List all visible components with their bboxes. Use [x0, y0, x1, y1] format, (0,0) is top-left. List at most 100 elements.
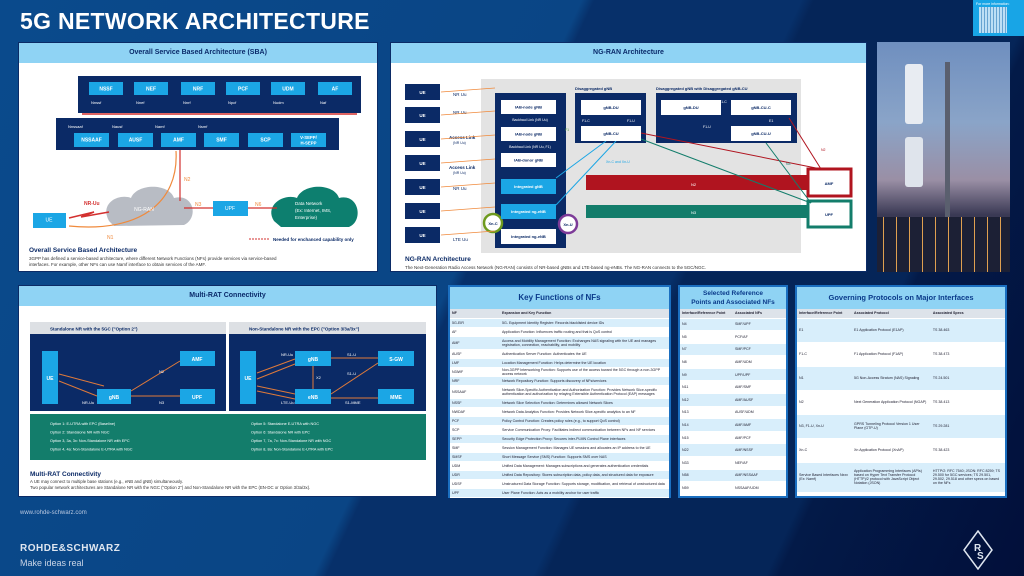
rs-logo-s: S: [977, 551, 984, 562]
ue-box[interactable]: [405, 155, 440, 171]
ue-box[interactable]: [405, 227, 440, 243]
mr-right-title: Non-Standalone NR with the EPC ("Option …: [249, 327, 360, 332]
nf-box[interactable]: [118, 133, 153, 147]
table-cell: Service Communication Proxy: Facilitates…: [500, 425, 669, 435]
sba-dn-1: Data Network: [295, 201, 323, 206]
ran-node-box[interactable]: [501, 100, 556, 114]
ran-node-box[interactable]: [501, 127, 556, 141]
ran-node-label: Integrated ng-eNB: [511, 209, 546, 214]
mr-amf: AMF: [192, 357, 203, 363]
table-cell: User Plane Function: Acts as a mobility …: [500, 488, 669, 498]
nf-box[interactable]: [291, 133, 326, 147]
table-cell: N15: [680, 431, 733, 445]
sba-dn-2: (Ex: Internet, IMS,: [295, 208, 331, 213]
ran-node-box[interactable]: [501, 153, 556, 167]
nf-box[interactable]: [248, 133, 283, 147]
table-cell: N4: [680, 318, 733, 332]
sba-caption-2: interfaces. For example, other NFs can u…: [29, 262, 206, 267]
protocols-table: Governing Protocols on Major Interfaces …: [795, 285, 1007, 498]
ue-box[interactable]: [405, 179, 440, 195]
qr-label: For more information:: [976, 2, 1010, 6]
column-header: Expansion and Key Function: [500, 309, 669, 319]
ue-box[interactable]: [405, 131, 440, 147]
table-cell: N9: [680, 368, 733, 382]
sba-n1: N1: [107, 235, 114, 241]
nf-box-pcf[interactable]: [226, 82, 260, 95]
table-cell: AMF/NSSF: [733, 443, 786, 458]
ng-f1c: F1-C: [582, 119, 590, 123]
ue-box[interactable]: [405, 203, 440, 219]
ue-box[interactable]: [405, 107, 440, 123]
table-cell: Network Data Analytics Function: Provide…: [500, 407, 669, 417]
table-cell: SMF/PCF: [733, 343, 786, 357]
ran-node-label: gNB-DU: [683, 105, 698, 110]
ng-link-4b: (NR Uu): [453, 171, 466, 175]
nf-box[interactable]: [161, 133, 196, 147]
ng-upf: UPF: [825, 212, 834, 217]
nf-label: PCF: [238, 87, 248, 93]
nf-box-nef[interactable]: [134, 82, 168, 95]
table-cell: E1 Application Protocol (E1AP): [852, 318, 931, 343]
nf-box-af[interactable]: [318, 82, 352, 95]
sba-n2: N2: [184, 177, 191, 183]
nf-box-nrf[interactable]: [181, 82, 215, 95]
ng-amf: AMF: [825, 181, 834, 186]
ng-n3-bar: N3: [691, 210, 697, 215]
ran-node-box[interactable]: [501, 229, 556, 244]
nf-box-nssf[interactable]: [89, 82, 123, 95]
mr-caption-1: A UE may connect to multiple base statio…: [30, 479, 183, 484]
table-cell: N13: [680, 406, 733, 420]
table-cell: Location Management Function: Helps dete…: [500, 358, 669, 368]
ng-f1c-2: F1-C: [719, 100, 727, 104]
option-right: Option 7, 7a, 7x: Non-Standalone NR with…: [251, 439, 331, 443]
table-cell: Service Based Interfaces Nxxx (Ex: Namf): [797, 462, 852, 493]
table-cell: F1-C: [797, 342, 852, 367]
table-cell: N3IWF: [450, 367, 500, 377]
nf-label: AF: [332, 87, 339, 93]
nf-label: NRF: [193, 87, 203, 93]
table-cell: UDR: [450, 470, 500, 480]
qr-code-box[interactable]: For more information:: [973, 0, 1024, 36]
ue-box[interactable]: [405, 84, 440, 100]
mr-s1mme: S1-MME: [345, 400, 361, 405]
nf-box-udm[interactable]: [271, 82, 305, 95]
column-header: Interface/Reference Point: [797, 309, 852, 319]
ran-node-label: Integrated gNB: [514, 184, 543, 189]
sba-ngran: NG-RAN: [134, 207, 154, 213]
nf-label: NSSF: [99, 87, 112, 93]
antenna-photo: [877, 42, 1010, 272]
table-cell: SCP: [450, 425, 500, 435]
ran-node-box[interactable]: [731, 126, 791, 141]
key-functions-title: Key Functions of NFs: [450, 287, 669, 309]
ran-node-box[interactable]: [581, 126, 641, 141]
rs-logo-icon: R S: [963, 530, 993, 570]
ran-node-box[interactable]: [501, 179, 556, 194]
sba-caption-title: Overall Service Based Architecture: [29, 247, 138, 254]
table-cell: NSSAAF/UDM: [733, 481, 786, 495]
table-cell: N11: [680, 380, 733, 395]
nf-box[interactable]: [74, 133, 109, 147]
ran-node-label: gNB-CU-C: [751, 105, 771, 110]
ran-node-box[interactable]: [661, 100, 721, 115]
ran-node-box[interactable]: [731, 100, 791, 115]
sba-dn-3: Enterprise): [295, 215, 318, 220]
table-cell: Network Repository Function: Supports di…: [500, 376, 669, 386]
nf-box[interactable]: [204, 133, 239, 147]
table-cell: AUSF/UDM: [733, 406, 786, 420]
table-cell: UPF: [450, 488, 500, 498]
ran-node-box[interactable]: [501, 204, 556, 219]
ran-node-box[interactable]: [581, 100, 641, 115]
website-link[interactable]: www.rohde-schwarz.com: [20, 510, 87, 516]
ref-points-table: Selected Reference Points and Associated…: [678, 285, 788, 498]
